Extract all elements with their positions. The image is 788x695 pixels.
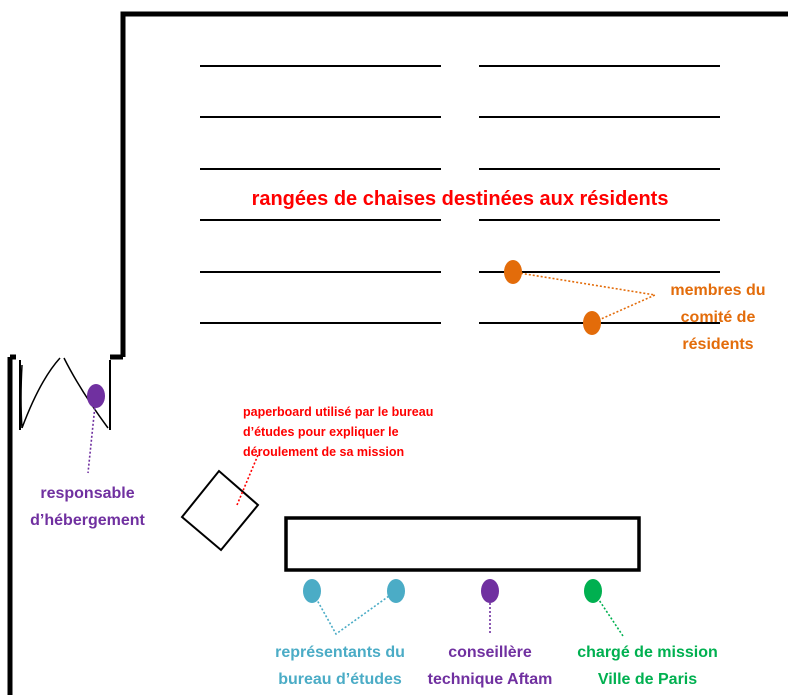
study-office-label: représentants du bureau d’études: [275, 644, 405, 688]
committee-member-dot: [504, 260, 522, 284]
advisor-label: conseillère technique Aftam: [427, 644, 553, 688]
housing-manager-dot: [87, 384, 105, 408]
people: [87, 260, 602, 603]
study-office-dot: [387, 579, 405, 603]
housing-connector: [87, 395, 97, 474]
table: [284, 516, 641, 572]
committee-label: membres du comité de résidents: [670, 282, 766, 353]
wall-top-right: [120, 11, 788, 357]
paperboard-connector: [236, 454, 259, 506]
advisor-dot: [481, 579, 499, 603]
double-door: [19, 357, 111, 430]
committee-member-dot: [583, 311, 601, 335]
housing-label: responsable d’hébergement: [30, 485, 145, 529]
study-office-connector: [311, 590, 397, 636]
mission-label: chargé de mission Ville de Paris: [577, 644, 718, 688]
paperboard-label: paperboard utilisé par le bureau d’étude…: [243, 405, 434, 459]
room-walls: [7, 11, 788, 695]
study-office-dot: [303, 579, 321, 603]
committee-connector: [512, 271, 658, 324]
mission-officer-dot: [584, 579, 602, 603]
paperboard: [180, 469, 260, 552]
chairs-label: rangées de chaises destinées aux résiden…: [251, 188, 669, 210]
